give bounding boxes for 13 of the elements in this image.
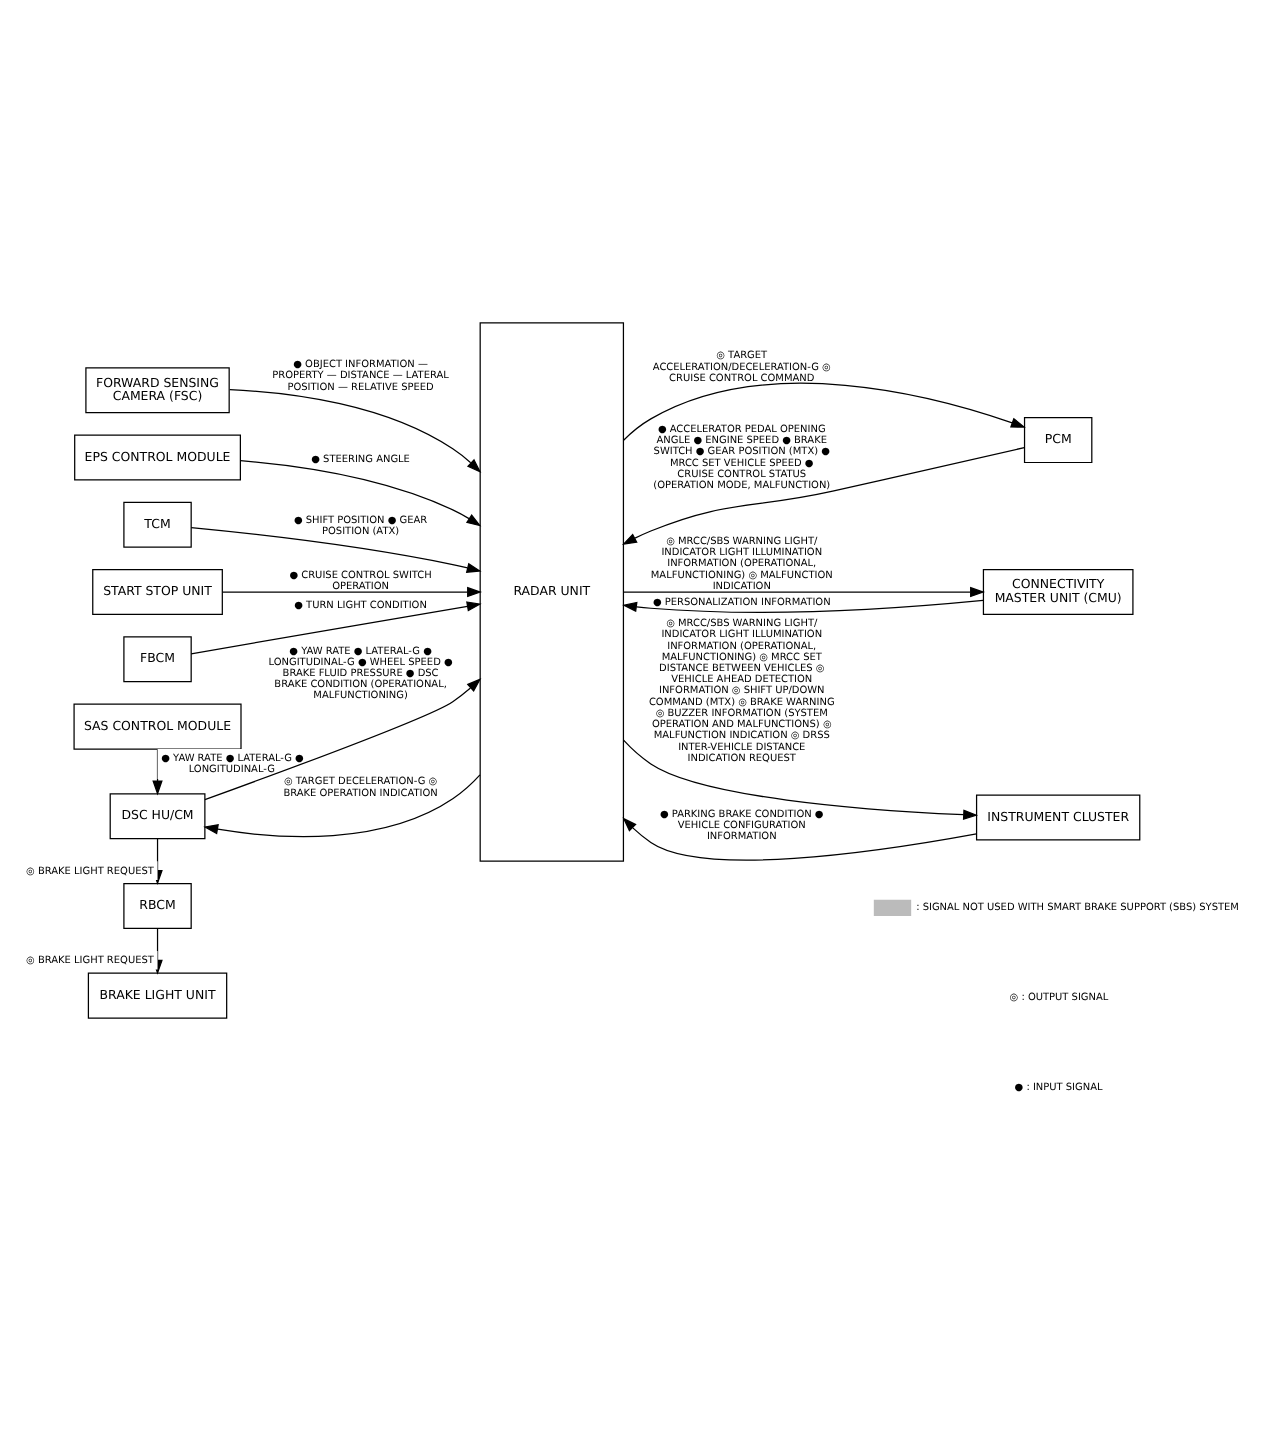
arrow bbox=[221, 585, 483, 597]
arrow bbox=[239, 459, 482, 526]
arrow bbox=[622, 816, 978, 860]
arrow bbox=[229, 388, 482, 473]
arrow bbox=[623, 381, 1026, 440]
arrow bbox=[204, 677, 482, 800]
arrow bbox=[203, 773, 481, 837]
arrow bbox=[622, 598, 984, 612]
arrow bbox=[621, 445, 1025, 544]
arrow bbox=[622, 738, 979, 819]
arrow bbox=[190, 526, 482, 572]
arrow bbox=[623, 585, 986, 597]
arrow bbox=[190, 600, 482, 654]
